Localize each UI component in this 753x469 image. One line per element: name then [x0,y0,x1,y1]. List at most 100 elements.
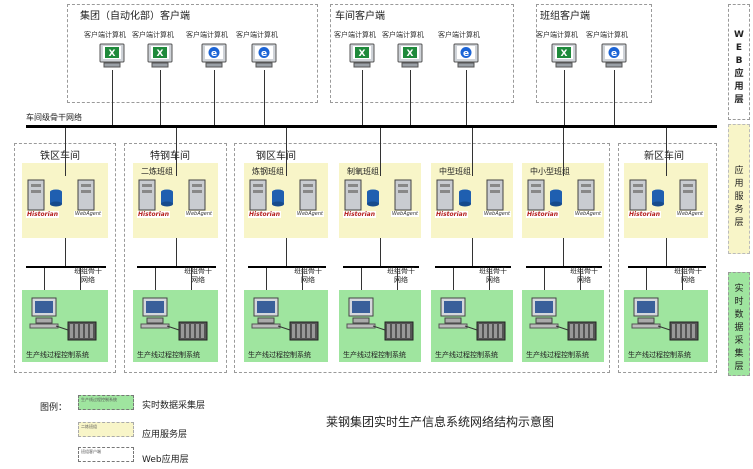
team-uplink-line [472,128,473,176]
client-group-2-title: 车间客户端 [335,11,385,22]
plant-title-tiequ: 铁区车间 [40,151,80,162]
server-lan-link [175,238,177,266]
team-label: 制氧班组 [347,167,379,176]
team-lan-label-line2: 网络 [486,276,500,284]
client-group-1 [67,4,318,103]
team-lan-label-line1: 班组骨干 [387,267,415,275]
svg-text:e: e [211,49,217,59]
client-uplink-line [362,70,363,126]
svg-text:X: X [561,49,568,59]
control-system-label: 生产线过程控制系统 [526,351,589,359]
control-system-label: 生产线过程控制系统 [137,351,200,359]
legend-label-app: 应用服务层 [142,430,188,440]
svg-text:e: e [261,49,267,59]
webagent-label: WebAgent [391,211,419,217]
svg-text:e: e [611,49,617,59]
team-lan-line [26,266,106,268]
team-lan-label-line1: 班组骨干 [674,267,702,275]
client-uplink-line [112,70,113,126]
legend-title: 图例： [40,403,68,413]
team-lan-label-line1: 班组骨干 [294,267,322,275]
client-group-3-title: 班组客户端 [540,11,590,22]
legend-swatch-web-text: 班组客户端 [81,449,101,454]
diagram-caption: 莱钢集团实时生产信息系统网络结构示意图 [326,415,555,429]
rt-drop-line [544,268,545,292]
team-lan-label: 班组骨干网络 [288,267,328,285]
historian-label: Historian [248,211,281,218]
rt-drop-line [361,268,362,292]
server-lan-link [563,238,564,266]
server-lan-link [65,238,66,266]
legend-label-web: Web应用层 [142,455,189,465]
team-lan-label-line1: 班组骨干 [74,267,102,275]
legend-swatch-rt-text: 生产线过程控制系统 [81,397,117,402]
computer-monitor-icon: X [147,43,173,68]
client-computer-label: 客户端计算机 [586,31,628,39]
team-uplink-line [666,128,667,176]
webagent-label: WebAgent [74,211,102,217]
historian-label: Historian [628,211,661,218]
team-label: 二炼班组 [141,167,173,176]
rt-drop-line [646,268,647,292]
webagent-label: WebAgent [483,211,511,217]
webagent-label: WebAgent [574,211,602,217]
server-pair-icon [436,179,504,211]
control-system-label: 生产线过程控制系统 [628,351,691,359]
team-lan-label-line2: 网络 [394,276,408,284]
team-label: 中小型班组 [530,167,570,176]
client-uplink-line [466,70,467,126]
backbone-network-line [26,125,717,128]
team-lan-label-line2: 网络 [191,276,205,284]
computer-monitor-icon: X [349,43,375,68]
control-system-label: 生产线过程控制系统 [26,351,89,359]
workstation-plc-icon [29,297,97,341]
team-lan-line [526,266,602,268]
legend-swatch-app-text: 二炼班组 [81,424,97,429]
team-uplink-line [563,128,564,176]
svg-text:X: X [407,49,414,59]
team-uplink-line [286,128,287,176]
client-uplink-line [160,70,161,126]
server-pair-icon [249,179,317,211]
webagent-label: WebAgent [676,211,704,217]
rt-drop-line [155,268,156,292]
svg-text:X: X [109,49,116,59]
team-label: 中型班组 [439,167,471,176]
team-uplink-line [380,128,381,176]
workstation-plc-icon [438,297,506,341]
layer-rt-label: 实时数据采集层 [734,284,744,372]
team-lan-label-line2: 网络 [81,276,95,284]
server-lan-link [666,238,667,266]
client-computer-label: 客户端计算机 [334,31,376,39]
legend-swatch-rt: 生产线过程控制系统 [78,395,134,410]
team-lan-label-line2: 网络 [577,276,591,284]
client-uplink-line [410,70,411,126]
team-lan-line [628,266,706,268]
computer-monitor-icon: e [453,43,479,68]
team-lan-label-line1: 班组骨干 [479,267,507,275]
historian-label: Historian [137,211,170,218]
svg-text:e: e [463,49,469,59]
server-lan-link [380,238,381,266]
historian-label: Historian [26,211,59,218]
computer-monitor-icon: X [397,43,423,68]
plant-title-tegang: 特钢车间 [150,151,190,162]
client-computer-label: 客户端计算机 [186,31,228,39]
computer-monitor-icon: X [551,43,577,68]
team-lan-line [343,266,419,268]
workstation-plc-icon [529,297,597,341]
client-computer-label: 客户端计算机 [132,31,174,39]
client-computer-label: 客户端计算机 [84,31,126,39]
layer-app: 应用服务层 [728,124,750,254]
svg-text:X: X [359,49,366,59]
historian-label: Historian [526,211,559,218]
layer-rt: 实时数据采集层 [728,272,750,376]
legend-swatch-app: 二炼班组 [78,422,134,437]
team-lan-label-line1: 班组骨干 [570,267,598,275]
team-lan-label: 班组骨干网络 [564,267,604,285]
legend-swatch-web: 班组客户端 [78,447,134,462]
team-lan-label-line2: 网络 [681,276,695,284]
plant-box-xinqu [618,143,717,373]
client-group-3 [536,4,652,103]
control-system-label: 生产线过程控制系统 [248,351,311,359]
